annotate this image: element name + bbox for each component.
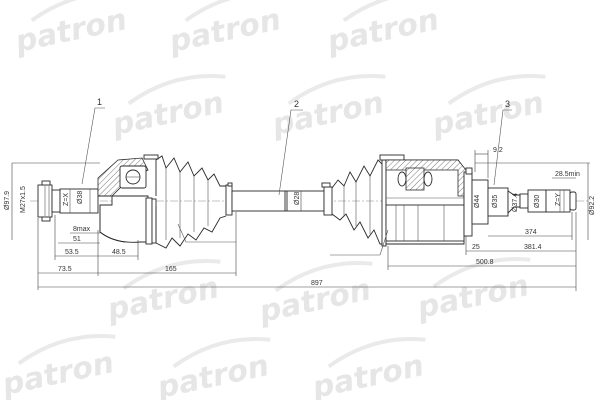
svg-text:51: 51 [73, 236, 81, 243]
svg-text:Z=X: Z=X [63, 193, 70, 206]
svg-text:patron: patron [11, 2, 130, 60]
svg-text:patron: patron [165, 2, 284, 60]
svg-text:165: 165 [165, 266, 177, 273]
svg-text:Ø35: Ø35 [492, 195, 499, 208]
svg-text:9.2: 9.2 [493, 147, 503, 154]
svg-text:patron: patron [0, 345, 117, 400]
middle-shaft [231, 182, 333, 216]
svg-text:patron: patron [323, 2, 442, 60]
left-thread-stub [37, 180, 53, 222]
left-dimensions: Ø97.9 M27x1.5 Z=X Ø38 8max 51 53.5 48.5 … [4, 162, 237, 290]
outer-cv-boot [155, 155, 233, 249]
svg-text:28.5min: 28.5min [555, 171, 580, 178]
svg-text:patron: patron [108, 85, 227, 143]
svg-text:53.5: 53.5 [65, 249, 79, 256]
svg-text:patron: patron [268, 85, 387, 143]
left-spline-stub [51, 188, 99, 214]
svg-text:Ø37.4: Ø37.4 [512, 193, 519, 212]
svg-text:8max: 8max [73, 226, 91, 233]
svg-text:1: 1 [97, 97, 102, 107]
svg-text:73.5: 73.5 [58, 266, 72, 273]
callout-3: 3 [493, 99, 512, 186]
callout-1: 1 [81, 97, 105, 185]
svg-text:patron: patron [153, 348, 272, 400]
svg-text:M27x1.5: M27x1.5 [20, 186, 27, 213]
leader-left-boot [177, 223, 236, 243]
svg-text:Ø28: Ø28 [294, 192, 301, 205]
svg-text:500.8: 500.8 [476, 259, 494, 266]
right-stub-axle [471, 179, 577, 225]
svg-text:Z=Y: Z=Y [555, 193, 562, 206]
inner-tripod-joint [385, 159, 473, 245]
svg-text:Ø44: Ø44 [474, 195, 481, 208]
right-dimensions: 9.2 Ø92.2 28.5min Ø44 Ø35 Ø37.4 Ø30 Z=Y … [387, 147, 596, 291]
svg-text:patron: patron [103, 270, 222, 328]
svg-text:2: 2 [294, 99, 299, 109]
svg-text:Ø38: Ø38 [77, 191, 84, 204]
svg-text:374: 374 [525, 229, 537, 236]
mid-dimensions: Ø28 897 [38, 191, 576, 288]
outer-cv-joint [97, 154, 159, 245]
leader-right-boot [330, 229, 389, 256]
svg-text:Ø92.2: Ø92.2 [589, 196, 596, 215]
svg-text:patron: patron [413, 268, 532, 326]
svg-text:897: 897 [311, 280, 323, 287]
svg-text:Ø97.9: Ø97.9 [4, 191, 11, 210]
svg-text:25: 25 [472, 244, 480, 251]
svg-text:patron: patron [308, 348, 427, 400]
svg-text:48.5: 48.5 [112, 249, 126, 256]
svg-text:Ø30: Ø30 [534, 195, 541, 208]
callout-2: 2 [278, 99, 303, 196]
svg-text:381.4: 381.4 [524, 244, 542, 251]
svg-text:3: 3 [505, 99, 510, 109]
inner-cv-boot [331, 154, 405, 247]
svg-text:patron: patron [428, 85, 547, 143]
